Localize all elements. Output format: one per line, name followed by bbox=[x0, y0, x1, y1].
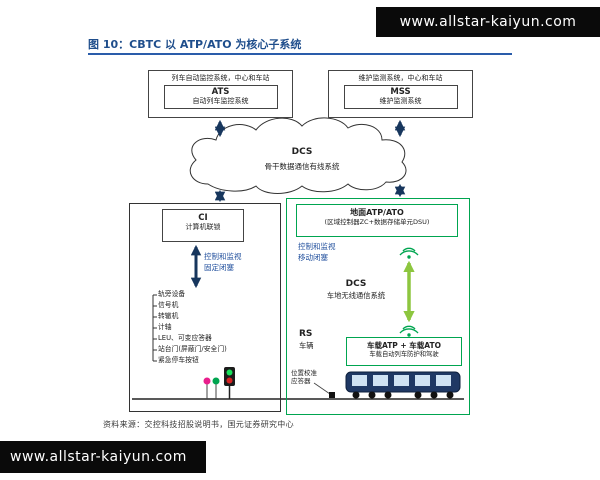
balise-label-line2: 应答器 bbox=[291, 377, 311, 385]
watermark-top-text: www.allstar-kaiyun.com bbox=[399, 14, 577, 30]
mss-inner-box: MSS 维护监测系统 bbox=[343, 85, 458, 109]
ats-outer-label: 列车自动监控系统，中心和车站 bbox=[171, 74, 270, 82]
trackside-item: 站台门(屏蔽门/安全门) bbox=[158, 345, 227, 353]
wifi-icon-train bbox=[399, 325, 419, 337]
ground-note-2: 移动闭塞 bbox=[298, 253, 328, 262]
trackside-item: LEU、可变应答器 bbox=[158, 334, 212, 342]
ci-note-2: 固定闭塞 bbox=[204, 263, 234, 272]
ats-outer-box: 列车自动监控系统，中心和车站 ATS 自动列车监控系统 bbox=[148, 70, 293, 118]
trackside-list-bracket bbox=[152, 294, 157, 362]
watermark-top-bar: www.allstar-kaiyun.com bbox=[376, 7, 600, 37]
ci-abbr: CI bbox=[198, 213, 208, 223]
ci-name: 计算机联锁 bbox=[185, 223, 221, 231]
onboard-sub: 车载自动列车防护和驾驶 bbox=[369, 351, 439, 358]
figure-source: 资料来源：交控科技招股说明书，国元证券研究中心 bbox=[103, 420, 294, 429]
ats-abbr: ATS bbox=[211, 87, 230, 97]
ci-subsystem-frame bbox=[129, 203, 281, 412]
dcs-cloud-shape bbox=[189, 117, 407, 194]
mss-abbr: MSS bbox=[390, 87, 411, 97]
wifi-icon-ground bbox=[399, 247, 419, 259]
trackside-item: 转辙机 bbox=[158, 312, 179, 320]
traffic-signal-icon bbox=[203, 367, 235, 399]
ats-inner-box: ATS 自动列车监控系统 bbox=[163, 85, 278, 109]
mss-outer-box: 维护监测系统，中心和车站 MSS 维护监测系统 bbox=[328, 70, 473, 118]
dcs-cloud-name: 骨干数据通信有线系统 bbox=[264, 162, 340, 171]
mss-name: 维护监测系统 bbox=[379, 97, 422, 105]
wireless-dcs-abbr: DCS bbox=[345, 279, 367, 289]
title-underline bbox=[88, 53, 512, 55]
trackside-item: 轨旁设备 bbox=[158, 290, 186, 298]
trackside-item: 信号机 bbox=[158, 301, 179, 309]
ci-note-1: 控制和监视 bbox=[204, 252, 242, 261]
wireless-dcs-name: 车地无线通信系统 bbox=[326, 291, 386, 300]
trackside-item: 计轴 bbox=[158, 323, 172, 331]
ground-atp-sub: (区域控制器ZC+数据存储单元DSU) bbox=[324, 218, 430, 226]
balise-marker bbox=[313, 382, 335, 398]
trackside-item: 紧急停车按钮 bbox=[158, 356, 199, 364]
atp-ato-subsystem-frame bbox=[286, 198, 470, 415]
ground-note-1: 控制和监视 bbox=[298, 242, 336, 251]
balise-label: 位置校准 应答器 bbox=[291, 369, 337, 385]
rs-abbr: RS bbox=[299, 329, 313, 339]
ci-box: CI 计算机联锁 bbox=[162, 209, 244, 242]
watermark-bottom-text: www.allstar-kaiyun.com bbox=[10, 449, 187, 465]
navy-double-arrows bbox=[190, 119, 406, 289]
figure-title: 图 10：CBTC 以 ATP/ATO 为核心子系统 bbox=[88, 38, 302, 51]
onboard-atp-box: 车载ATP + 车载ATO 车载自动列车防护和驾驶 bbox=[346, 337, 462, 366]
rs-name: 车辆 bbox=[299, 341, 314, 350]
watermark-bottom-bar: www.allstar-kaiyun.com bbox=[0, 441, 206, 473]
ground-atp-title: 地面ATP/ATO bbox=[350, 208, 404, 217]
train-illustration bbox=[345, 371, 461, 399]
balise-label-line1: 位置校准 bbox=[291, 369, 317, 377]
onboard-title: 车载ATP + 车载ATO bbox=[366, 341, 442, 350]
ats-name: 自动列车监控系统 bbox=[192, 97, 249, 105]
mss-outer-label: 维护监测系统，中心和车站 bbox=[358, 74, 443, 82]
ground-atp-box: 地面ATP/ATO (区域控制器ZC+数据存储单元DSU) bbox=[296, 204, 458, 237]
dcs-cloud-abbr: DCS bbox=[291, 147, 313, 157]
